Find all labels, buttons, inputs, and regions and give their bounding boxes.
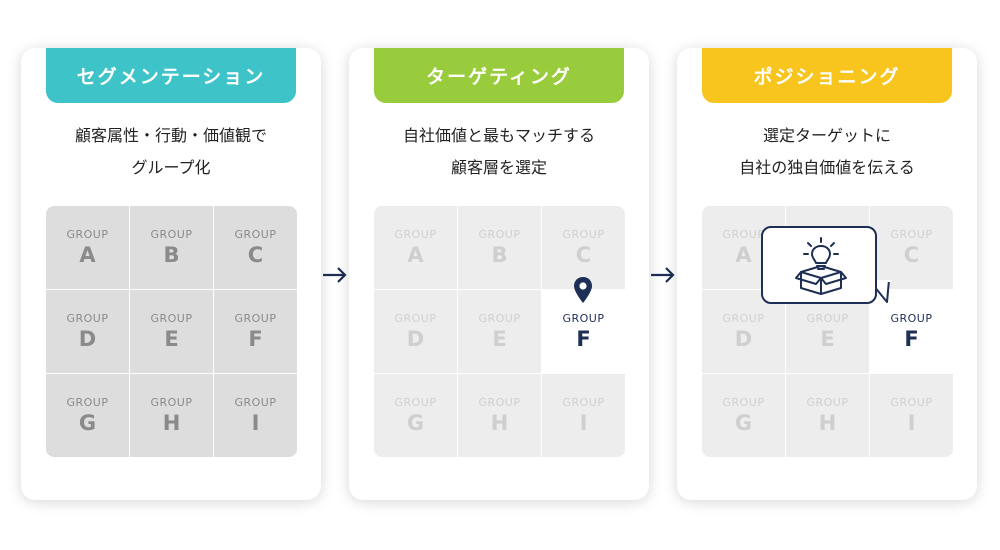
group-word: GROUP (478, 311, 521, 325)
group-word: GROUP (478, 227, 521, 241)
positioning-description: 選定ターゲットに 自社の独自価値を伝える (677, 120, 977, 184)
positioning-desc-line-2: 自社の独自価値を伝える (739, 158, 915, 177)
group-letter: F (576, 326, 591, 351)
group-word: GROUP (806, 395, 849, 409)
location-pin-icon (574, 277, 592, 303)
group-word: GROUP (150, 395, 193, 409)
group-letter: B (491, 242, 508, 267)
group-word: GROUP (394, 227, 437, 241)
group-word: GROUP (890, 395, 933, 409)
group-word: GROUP (562, 227, 605, 241)
group-letter: D (406, 326, 425, 351)
group-word: GROUP (562, 311, 605, 325)
targeting-title: ターゲティング (374, 48, 624, 103)
positioning-desc-line-1: 選定ターゲットに (762, 126, 891, 145)
group-letter: H (818, 410, 837, 435)
group-letter: H (162, 410, 181, 435)
group-word: GROUP (394, 311, 437, 325)
group-word: GROUP (234, 311, 277, 325)
group-letter: A (735, 242, 752, 267)
segmentation-description: 顧客属性・行動・価値観で グループ化 (21, 120, 321, 184)
group-word: GROUP (478, 395, 521, 409)
group-letter: B (163, 242, 180, 267)
segmentation-desc-line-2: グループ化 (131, 158, 211, 177)
targeting-desc-line-1: 自社価値と最もマッチする (402, 126, 595, 145)
group-word: GROUP (722, 227, 765, 241)
group-letter: G (734, 410, 753, 435)
group-word: GROUP (234, 395, 277, 409)
group-letter: C (247, 242, 264, 267)
group-letter: D (734, 326, 753, 351)
group-word: GROUP (890, 227, 933, 241)
group-letter: I (579, 410, 588, 435)
positioning-title: ポジショニング (702, 48, 952, 103)
group-word: GROUP (722, 395, 765, 409)
group-letter: D (78, 326, 97, 351)
group-letter: F (248, 326, 263, 351)
group-word: GROUP (66, 395, 109, 409)
group-letter: A (407, 242, 424, 267)
group-letter: E (820, 326, 835, 351)
group-letter: I (907, 410, 916, 435)
group-word: GROUP (394, 395, 437, 409)
group-word: GROUP (150, 311, 193, 325)
lightbulb-box-icon (795, 237, 847, 295)
group-letter: C (575, 242, 592, 267)
segmentation-desc-line-1: 顧客属性・行動・価値観で (74, 126, 267, 145)
group-letter: G (406, 410, 425, 435)
group-letter: A (79, 242, 96, 267)
group-letter: F (904, 326, 919, 351)
group-word: GROUP (234, 227, 277, 241)
group-letter: C (903, 242, 920, 267)
group-word: GROUP (562, 395, 605, 409)
group-word: GROUP (150, 227, 193, 241)
group-letter: G (78, 410, 97, 435)
segmentation-title: セグメンテーション (46, 48, 296, 103)
group-letter: I (251, 410, 260, 435)
group-word: GROUP (66, 311, 109, 325)
idea-speech-bubble (761, 226, 877, 304)
targeting-description: 自社価値と最もマッチする 顧客層を選定 (349, 120, 649, 184)
group-word: GROUP (722, 311, 765, 325)
group-letter: E (164, 326, 179, 351)
group-letter: E (492, 326, 507, 351)
group-letter: H (490, 410, 509, 435)
group-word: GROUP (66, 227, 109, 241)
targeting-desc-line-2: 顧客層を選定 (450, 158, 547, 177)
right-arrow-icon (651, 267, 675, 283)
group-word: GROUP (890, 311, 933, 325)
group-word: GROUP (806, 311, 849, 325)
right-arrow-icon (323, 267, 347, 283)
